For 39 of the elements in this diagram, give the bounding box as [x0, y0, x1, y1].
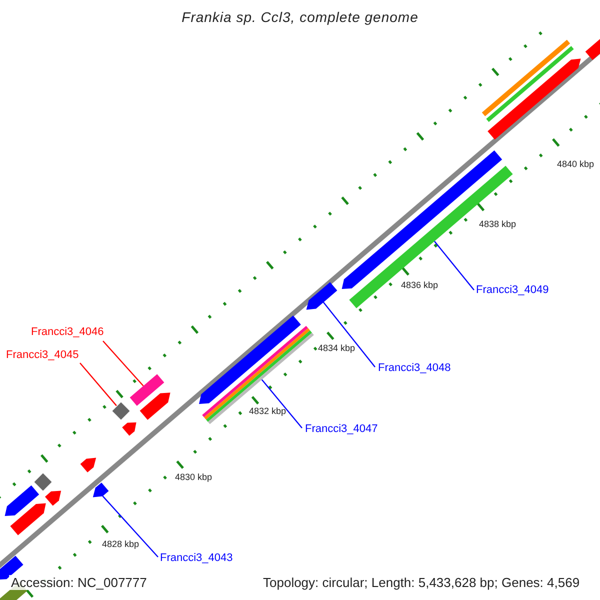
- gene-diamond: [34, 473, 52, 491]
- gene-block: [486, 46, 574, 122]
- gene-block: [585, 36, 600, 60]
- leader-line: [80, 362, 117, 406]
- gene-pentagon: [140, 392, 170, 420]
- gene-pentagon: [306, 282, 338, 310]
- leader-line: [322, 302, 376, 368]
- tick-label: 4834 kbp: [318, 343, 356, 353]
- gene-label: Francci3_4048: [378, 362, 451, 374]
- gene-pentagon: [488, 58, 581, 140]
- leader-line: [434, 240, 474, 290]
- gene-pentagon: [10, 503, 46, 536]
- tick-label: 4836 kbp: [401, 280, 438, 290]
- tick-label: 4830 kbp: [175, 472, 212, 482]
- tick-label: 4832 kbp: [249, 406, 286, 416]
- gene-pentagon: [45, 490, 62, 506]
- gene-label: Francci3_4045: [6, 349, 79, 361]
- genome-stats-text: Topology: circular; Length: 5,433,628 bp; Genes: 4,569: [261, 575, 582, 590]
- tick-label: 4828 kbp: [102, 539, 140, 549]
- leader-line: [261, 379, 302, 428]
- leader-line: [102, 340, 144, 386]
- gene-label: Francci3_4043: [160, 552, 233, 564]
- gene-pentagon: [4, 485, 40, 516]
- gene-pentagon: [199, 316, 301, 404]
- gene-pentagon: [80, 458, 96, 472]
- gene-block: [482, 40, 570, 116]
- gene-block: [130, 374, 164, 406]
- gene-pentagon: [122, 422, 136, 436]
- tick-label: 4840 kbp: [557, 159, 594, 169]
- gene-pentagon: [92, 482, 109, 498]
- gene-block: [202, 326, 314, 424]
- gene-label: Francci3_4049: [476, 284, 549, 296]
- gene-diamond: [112, 402, 130, 420]
- title: Frankia sp. Ccl3, complete genome: [180, 9, 420, 25]
- leader-line: [102, 496, 158, 558]
- tick-label: 4838 kbp: [479, 219, 516, 229]
- gene-label: Francci3_4046: [31, 326, 104, 338]
- gene-label: Francci3_4047: [305, 423, 378, 435]
- accession-text: Accession: NC_007777: [9, 575, 149, 590]
